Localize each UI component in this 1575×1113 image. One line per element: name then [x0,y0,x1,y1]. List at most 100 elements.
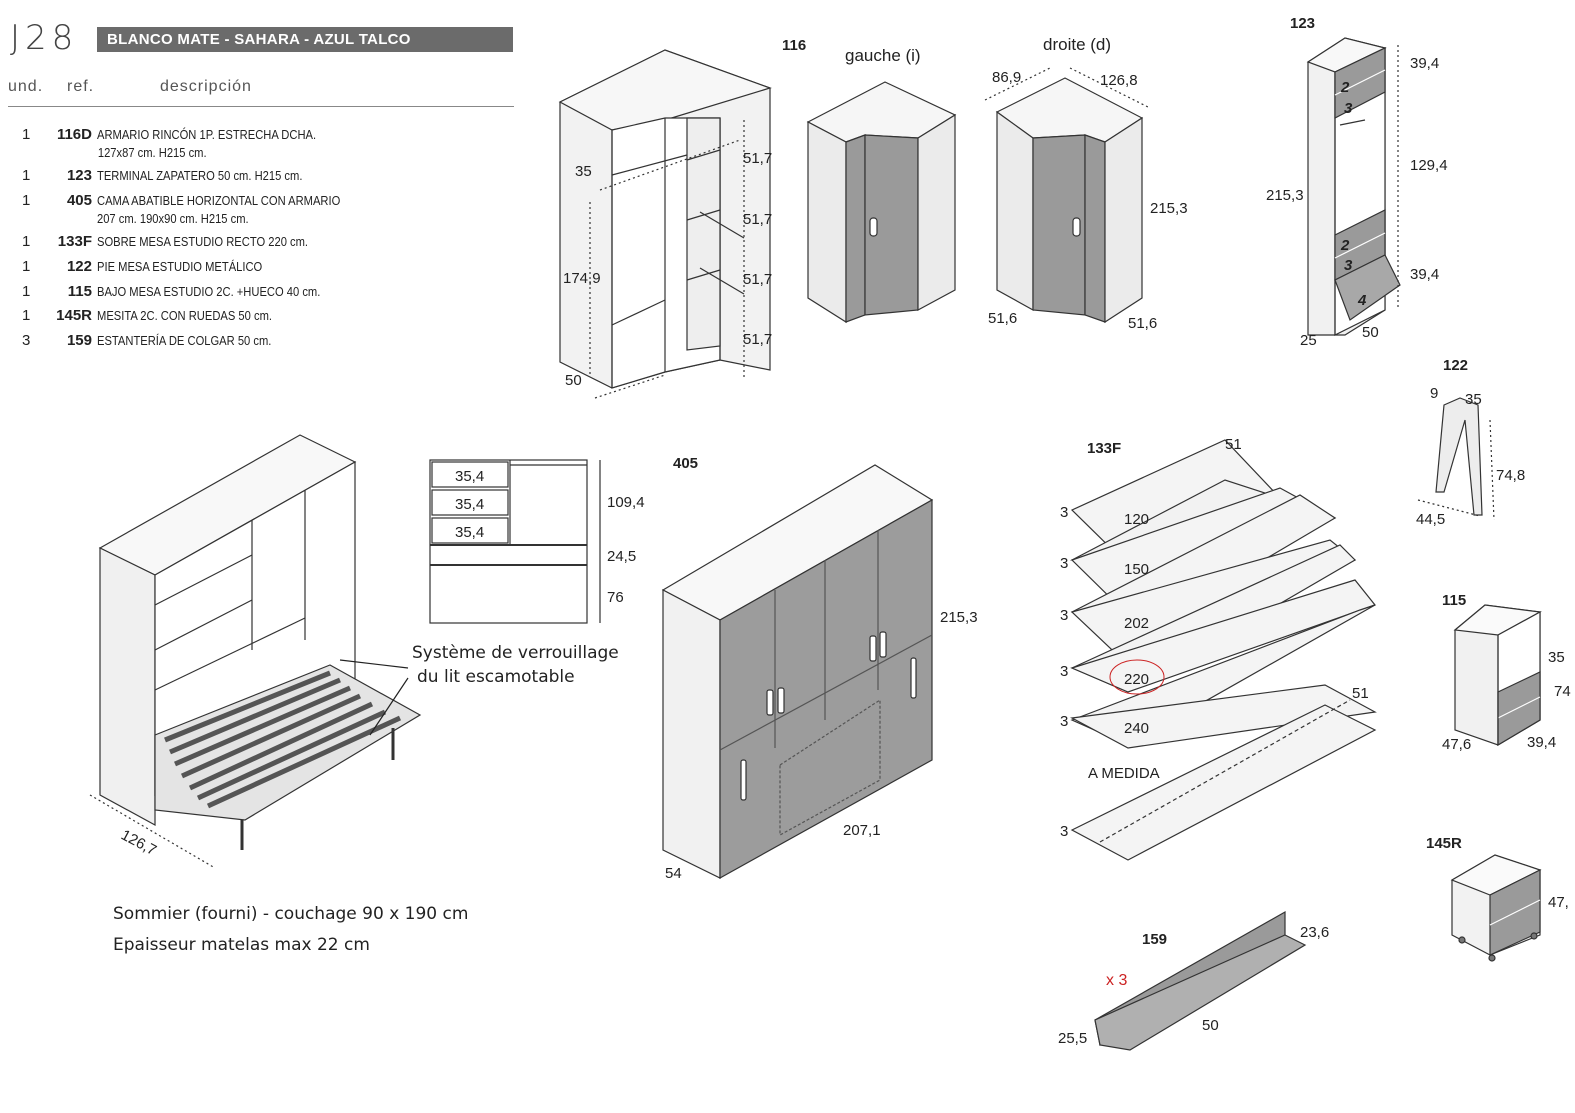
shelf-length: 220 [1124,671,1149,688]
item-qty: 3 [22,332,31,349]
dim-label: 50 [1202,1017,1219,1034]
shelf-length: 202 [1124,615,1149,632]
item-desc: TERMINAL ZAPATERO 50 cm. H215 cm. [97,168,303,183]
corner-wardrobe-right-variant [984,67,1151,324]
dim-label: 51,7 [743,150,772,167]
shelf-length: 240 [1124,720,1149,737]
dim-label: 54 [665,865,682,882]
item-desc: BAJO MESA ESTUDIO 2C. +HUECO 40 cm. [97,284,321,299]
item-qty: 1 [22,307,31,324]
custom-size-label: A MEDIDA [1088,765,1160,782]
dim-label: 86,9 [992,69,1021,86]
dim-label: 35 [1548,649,1565,666]
dim-label: 126,8 [1100,72,1138,89]
metal-leg-122 [1417,397,1495,521]
shelf-length: 150 [1124,561,1149,578]
dim-label: 35 [575,163,592,180]
dim-label: 129,4 [1410,157,1448,174]
model-code: J28 [10,18,79,58]
dim-label: 174,9 [563,270,601,287]
dim-label: 39,4 [1527,734,1556,751]
dim-label: 35 [1465,391,1482,408]
item-ref: 115 [67,283,92,300]
corner-wardrobe-left-variant [806,81,957,324]
dim-label: 50 [565,372,582,389]
dim-label: 50 [1362,324,1379,341]
item-ref: 123 [66,167,92,184]
item-desc: ESTANTERÍA DE COLGAR 50 cm. [97,333,272,348]
quantity-note: x 3 [1106,972,1127,989]
nightstand-145R [1450,854,1542,962]
item-qty: 1 [22,192,31,209]
section-dim: 35,4 [455,496,484,513]
hanging-shelf-159 [1094,910,1307,1051]
dim-label: 3 [1060,504,1068,521]
item-qty: 1 [22,233,31,250]
item-desc: ARMARIO RINCÓN 1P. ESTRECHA DCHA. 127x87 … [97,126,316,162]
drawer-number: 4 [1357,292,1367,309]
item-desc-line1: ARMARIO RINCÓN 1P. ESTRECHA DCHA. [97,127,317,142]
dim-label: 51,7 [743,331,772,348]
section-dim: 35,4 [455,524,484,541]
dim-label: 215,3 [940,609,978,626]
item-qty: 1 [22,167,31,184]
dim-label: 51 [1225,436,1242,453]
dim-label: 25 [1300,332,1317,349]
lock-system-note-line1: Système de verrouillage [412,643,619,663]
dim-label: 51,7 [743,271,772,288]
item-qty: 1 [22,126,31,143]
lock-system-note-line2: du lit escamotable [417,667,575,687]
dim-label: 39,4 [1410,55,1439,72]
dim-label: 9 [1430,385,1438,402]
item-desc: MESITA 2C. CON RUEDAS 50 cm. [97,308,272,323]
dim-label: 3 [1060,607,1068,624]
bed-front-section-diagram [429,459,601,624]
desk-tops-133F [1069,439,1377,861]
ref-label-115: 115 [1442,592,1466,609]
mattress-note-line2: Epaisseur matelas max 22 cm [113,935,370,955]
dim-label: 51,7 [743,211,772,228]
header-divider [8,106,514,107]
item-desc: SOBRE MESA ESTUDIO RECTO 220 cm. [97,234,309,249]
dim-label: 74,8 [1496,467,1525,484]
column-header-und: und. [8,78,44,95]
dim-label: 51 [1352,685,1369,702]
dim-label: 215,3 [1150,200,1188,217]
dim-label: 3 [1060,823,1068,840]
item-desc-line2: 207 cm. 190x90 cm. H215 cm. [97,211,249,226]
ref-label-145R: 145R [1426,835,1462,852]
item-desc-line2: 127x87 cm. H215 cm. [97,145,207,160]
variant-left-label: gauche (i) [845,46,921,65]
dim-label: 51,6 [1128,315,1157,332]
drawer-number: 2 [1340,79,1350,96]
section-dim: 35,4 [455,468,484,485]
bed-slats [164,670,402,809]
dim-label: 74 [1554,683,1571,700]
section-dim: 109,4 [607,494,645,511]
corner-wardrobe-116 [558,49,772,399]
item-desc-line1: CAMA ABATIBLE HORIZONTAL CON ARMARIO [97,193,341,208]
item-desc: PIE MESA ESTUDIO METÁLICO [97,259,263,274]
dim-label: 47,6 [1442,736,1471,753]
variant-right-label: droite (d) [1043,35,1111,54]
item-ref: 116D [56,126,92,143]
ref-label-116: 116 [782,37,806,54]
dim-label: 47, [1548,894,1569,911]
dim-label: 25,5 [1058,1030,1087,1047]
item-ref: 405 [66,192,92,209]
under-desk-unit-115 [1453,604,1542,747]
ref-label-405: 405 [673,455,698,472]
dim-label: 3 [1060,663,1068,680]
drawer-number: 3 [1344,100,1353,117]
dim-label: 39,4 [1410,266,1439,283]
item-ref: 145R [56,307,92,324]
column-header-ref: ref. [67,78,95,95]
drawer-number: 2 [1340,237,1350,254]
dim-label: 215,3 [1266,187,1304,204]
bed-wardrobe-405-closed [661,464,934,880]
ref-label-159: 159 [1142,931,1167,948]
section-dim: 24,5 [607,548,636,565]
item-qty: 1 [22,258,31,275]
mattress-note-line1: Sommier (fourni) - couchage 90 x 190 cm [113,904,469,924]
